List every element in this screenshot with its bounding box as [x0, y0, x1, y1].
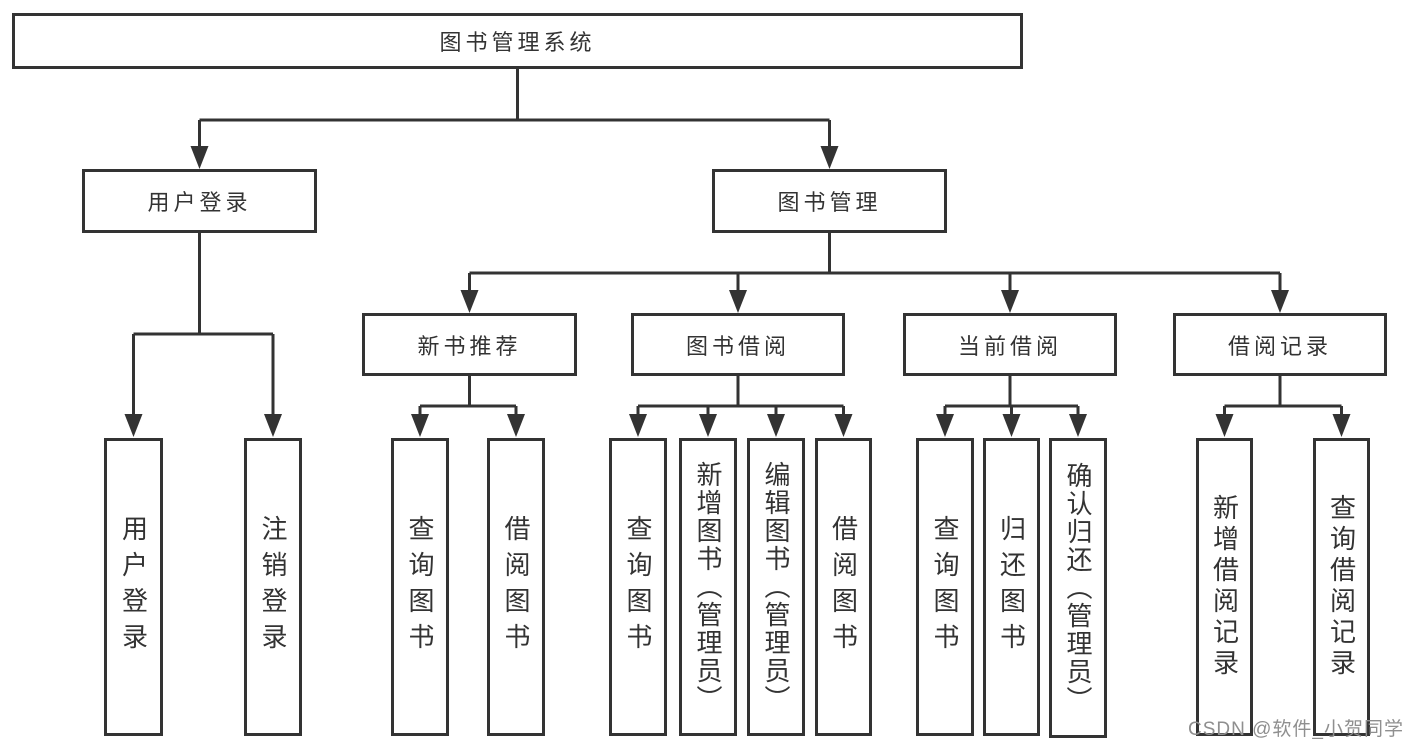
node-new-book-recommend: 新书推荐 [362, 313, 577, 376]
node-leaf-current-confirm-return: 确认归还（管理员） [1049, 438, 1107, 738]
node-leaf-borrowing-add: 新增图书（管理员） [679, 438, 737, 736]
node-leaf-logout-label: 注销登录 [258, 515, 288, 659]
node-book-borrowing: 图书借阅 [631, 313, 845, 376]
node-leaf-current-query: 查询图书 [916, 438, 974, 736]
node-current-borrowing-label: 当前借阅 [957, 333, 1062, 359]
node-leaf-current-return: 归还图书 [983, 438, 1040, 736]
node-leaf-newbook-borrow-label: 借阅图书 [501, 515, 531, 659]
node-book-management: 图书管理 [712, 169, 947, 233]
node-leaf-borrowing-edit-label: 编辑图书（管理员） [761, 461, 791, 713]
node-leaf-records-add: 新增借阅记录 [1196, 438, 1253, 736]
node-borrowing-records: 借阅记录 [1173, 313, 1387, 376]
node-leaf-borrowing-borrow-label: 借阅图书 [828, 515, 859, 659]
node-leaf-user-login-label: 用户登录 [118, 515, 149, 659]
node-leaf-newbook-query: 查询图书 [391, 438, 449, 736]
watermark: CSDN @软件_小贺同学 [1188, 719, 1404, 740]
node-leaf-user-login: 用户登录 [104, 438, 163, 736]
node-leaf-records-add-label: 新增借阅记录 [1209, 494, 1240, 680]
node-leaf-newbook-borrow: 借阅图书 [487, 438, 545, 736]
node-book-management-label: 图书管理 [777, 190, 882, 215]
node-user-login-label: 用户登录 [147, 190, 252, 215]
node-leaf-current-query-label: 查询图书 [930, 515, 960, 659]
node-leaf-current-confirm-return-label: 确认归还（管理员） [1063, 462, 1093, 714]
node-root: 图书管理系统 [12, 13, 1023, 69]
node-new-book-recommend-label: 新书推荐 [417, 333, 522, 359]
node-borrowing-records-label: 借阅记录 [1227, 333, 1332, 359]
node-leaf-borrowing-borrow: 借阅图书 [815, 438, 872, 736]
connector-paths [132, 69, 1343, 421]
node-leaf-borrowing-query: 查询图书 [609, 438, 667, 736]
node-leaf-current-return-label: 归还图书 [996, 515, 1027, 659]
arrowhead-icons [124, 146, 1351, 437]
node-book-borrowing-label: 图书借阅 [685, 333, 790, 359]
node-leaf-borrowing-add-label: 新增图书（管理员） [693, 461, 723, 713]
node-root-label: 图书管理系统 [439, 30, 596, 55]
node-user-login: 用户登录 [82, 169, 317, 233]
node-leaf-borrowing-edit: 编辑图书（管理员） [747, 438, 805, 736]
node-leaf-newbook-query-label: 查询图书 [405, 515, 435, 659]
node-leaf-borrowing-query-label: 查询图书 [623, 515, 653, 659]
node-leaf-records-query: 查询借阅记录 [1313, 438, 1370, 736]
node-leaf-records-query-label: 查询借阅记录 [1326, 494, 1357, 680]
node-leaf-logout: 注销登录 [244, 438, 302, 736]
node-current-borrowing: 当前借阅 [903, 313, 1117, 376]
